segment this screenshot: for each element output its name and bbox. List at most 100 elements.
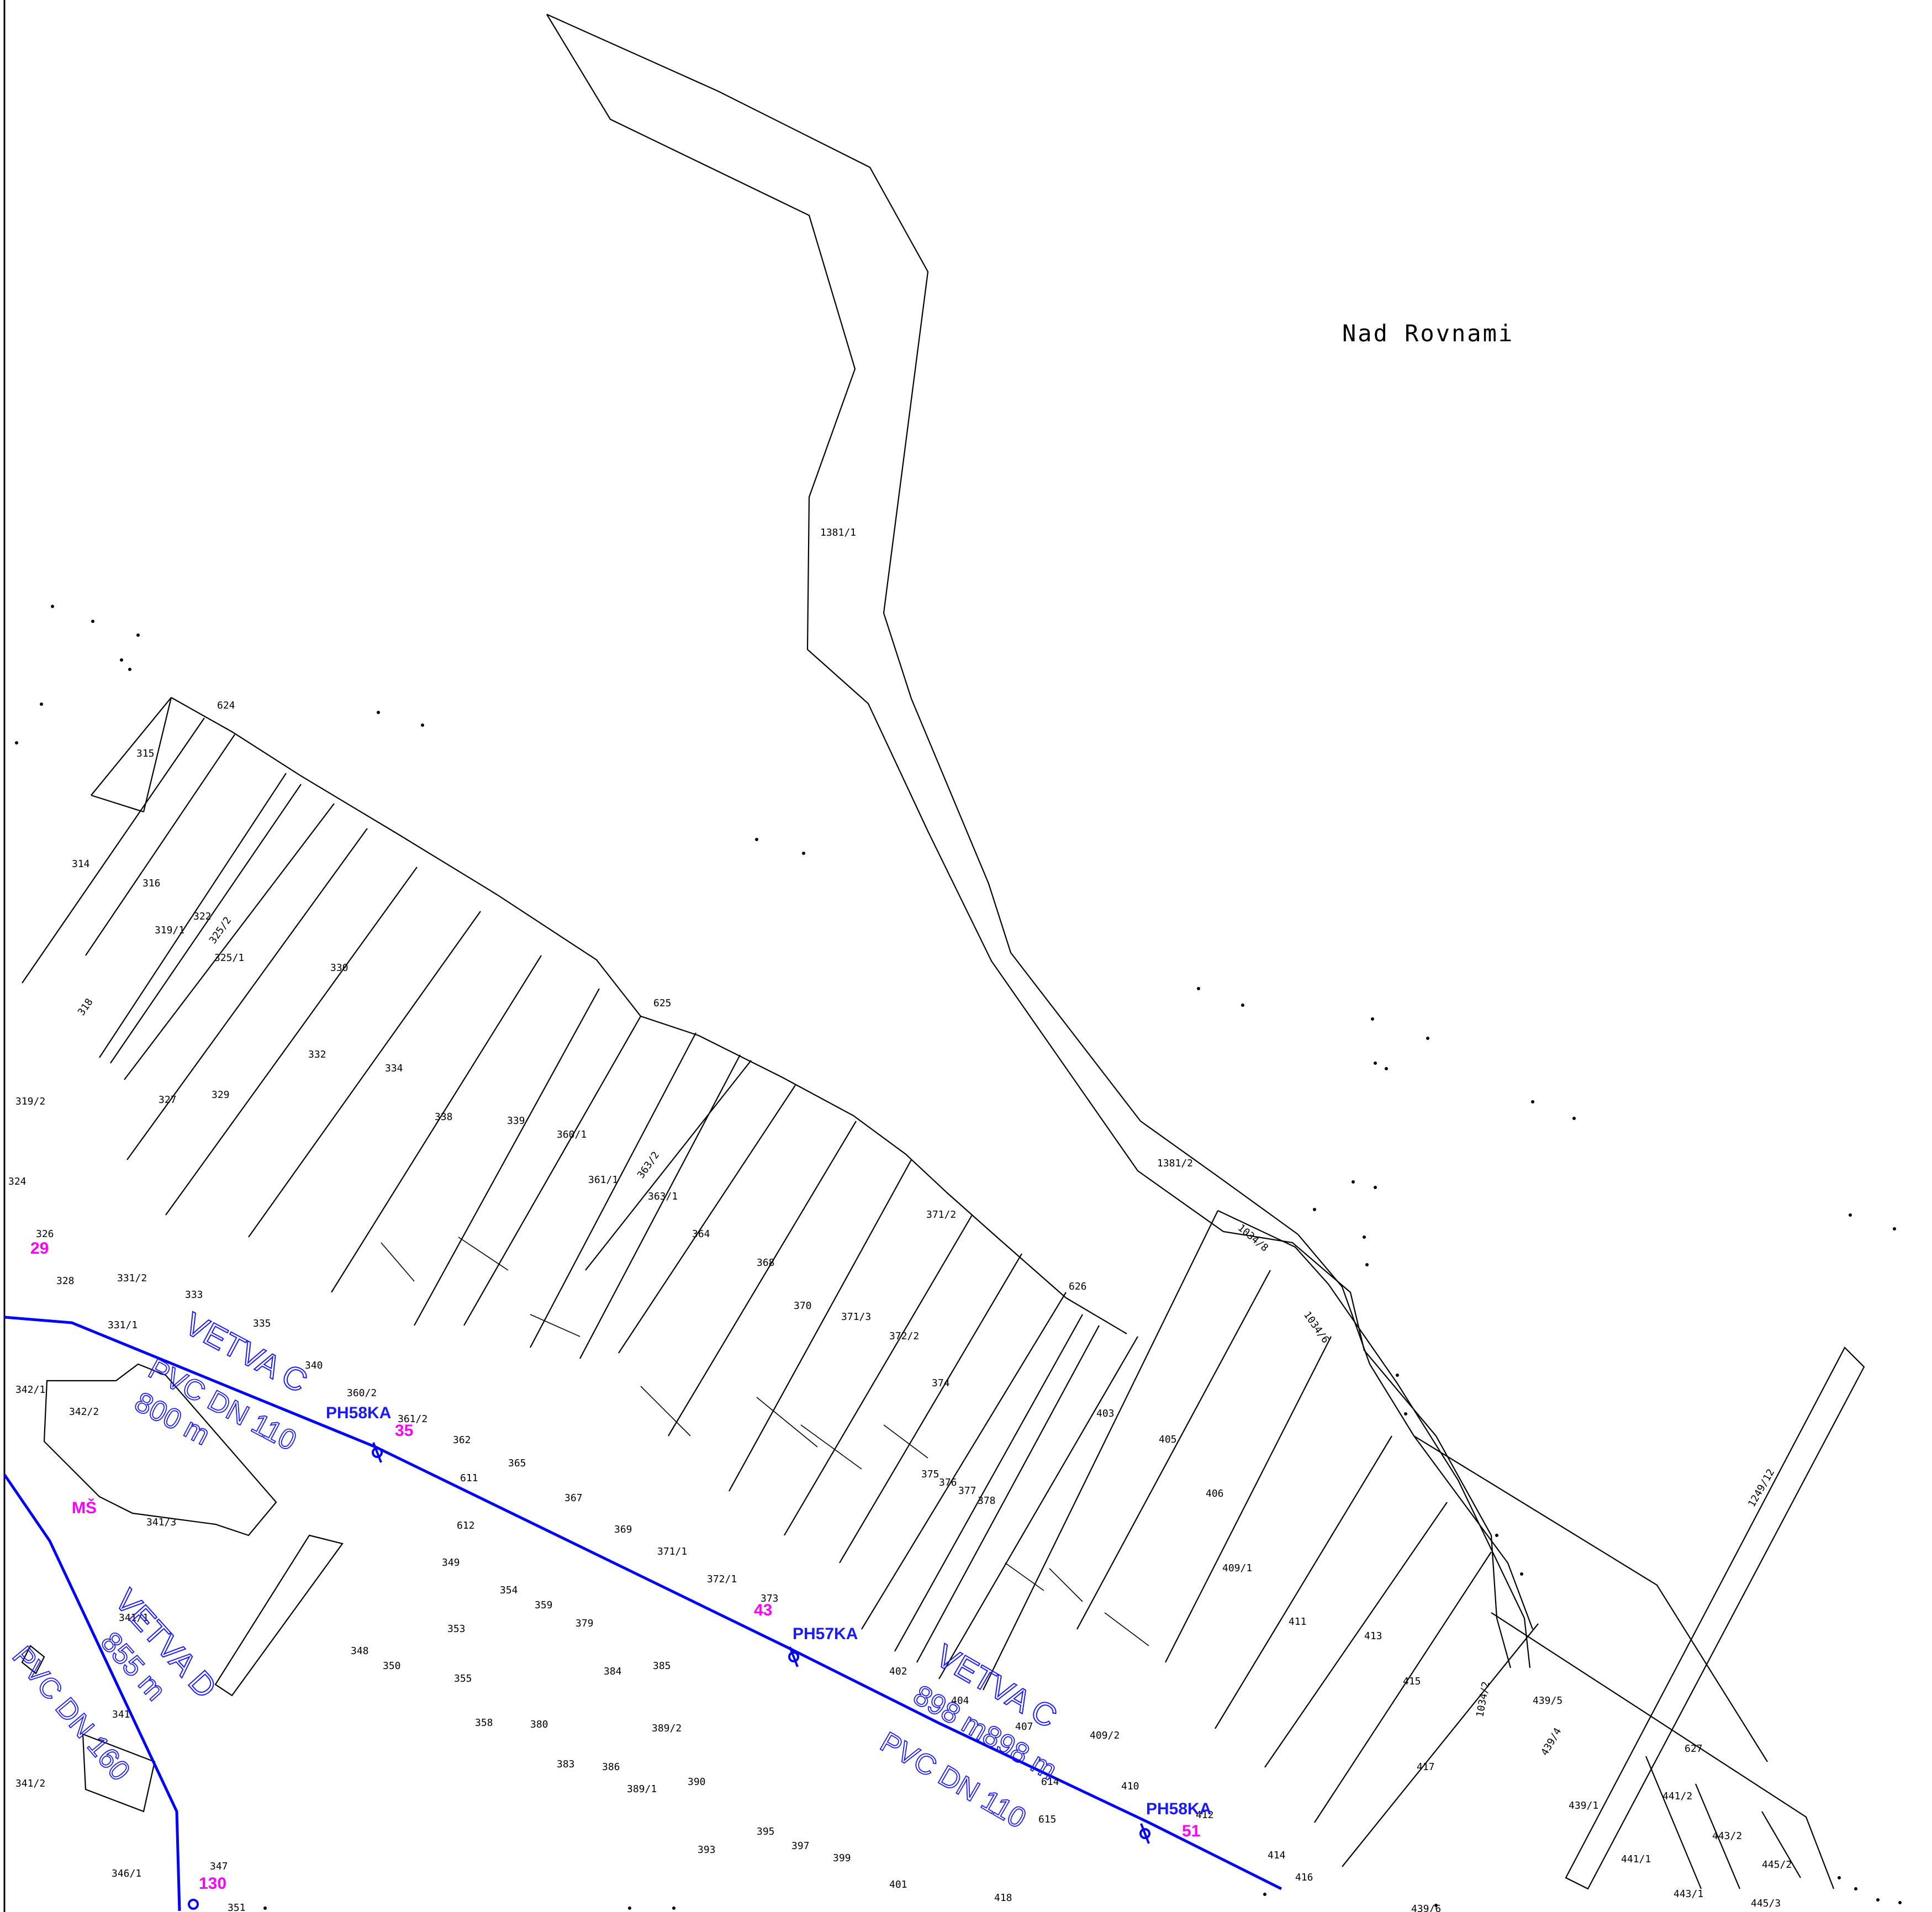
pipeline-labels: VETVA C PVC DN 110 800 m VETVA D 855 m P… [6,1305,1064,1835]
locality-name: Nad Rovnami [1342,320,1514,347]
parcel-number: 611 [460,1472,478,1484]
parcel-number: 355 [454,1673,472,1684]
parcel-number: 359 [535,1599,553,1611]
survey-point [1838,1876,1841,1879]
parcel-number: 405 [1159,1434,1177,1445]
survey-point [1854,1887,1857,1890]
parcel-number: 325/1 [214,952,244,964]
parcel-number: 331/2 [117,1272,147,1284]
parcel-number: 365 [508,1457,526,1469]
parcel-number: 404 [951,1695,969,1707]
parcel-number: 349 [442,1557,460,1568]
survey-point [128,668,131,671]
parcel-number: 402 [889,1666,907,1677]
parcel-number: 389/2 [652,1723,682,1734]
parcel-number: 318 [76,996,96,1018]
parcel-number: 624 [217,700,235,711]
house-number: 130 [199,1874,226,1893]
parcel-number: 362 [453,1434,471,1446]
parcel-number: 439/6 [1411,1903,1441,1912]
survey-point [1352,1180,1355,1184]
survey-point [1374,1061,1377,1065]
parcel-number: 393 [698,1844,716,1856]
parcel-number: 415 [1403,1676,1421,1687]
parcel-number: 390 [688,1776,706,1788]
parcel-number: 341 [112,1709,130,1720]
parcel-number: 377 [958,1485,976,1497]
parcel-number: 612 [457,1520,475,1531]
survey-point [1263,1893,1266,1896]
survey-point [91,620,94,623]
survey-point [1385,1067,1388,1070]
parcel-number: 627 [1685,1743,1703,1755]
parcel-number: 361/1 [588,1174,618,1186]
survey-point [1365,1263,1369,1266]
parcel-number: 417 [1417,1761,1435,1773]
parcel-number: 625 [653,997,672,1009]
survey-point [802,852,805,855]
parcel-number: 389/1 [627,1783,657,1795]
parcel-number: 335 [253,1318,271,1329]
survey-point [1572,1117,1576,1120]
parcel-number: 403 [1096,1408,1115,1419]
parcel-number: 379 [576,1618,594,1629]
survey-point [1241,1003,1244,1007]
parcel-number: 328 [56,1275,75,1287]
survey-point [263,1906,267,1910]
hydrant-symbols [188,1442,1150,1910]
survey-point [1520,1572,1523,1576]
survey-point [1396,1374,1399,1377]
parcel-number: 409/1 [1222,1562,1252,1574]
hydrant-label: PH58KA [326,1404,391,1422]
parcel-number: 406 [1206,1488,1224,1499]
parcel-number: 369 [614,1524,632,1535]
survey-point [1495,1534,1498,1537]
house-number: 43 [754,1601,772,1619]
parcel-number: 340 [305,1360,323,1371]
parcel-number: 351 [228,1902,246,1912]
parcel-number: 332 [308,1049,326,1060]
survey-point [1876,1898,1880,1902]
parcel-number: 418 [994,1892,1012,1904]
parcel-number: 361/2 [398,1413,427,1425]
parcel-number: 373 [761,1593,779,1604]
survey-point [1371,1017,1374,1021]
parcel-number: 614 [1041,1776,1059,1788]
survey-point [1434,1904,1438,1907]
parcel-number: 439/4 [1539,1726,1564,1757]
parcel-number: 363/1 [648,1191,678,1202]
parcel-number: 370 [794,1300,812,1312]
hydrant-labels: PH58KA PH57KA PH58KA [326,1404,1211,1818]
parcel-number: 383 [557,1758,575,1770]
parcel-cross-lines [381,1237,1149,1646]
survey-points [15,605,1902,1910]
parcel-number: 342/1 [15,1384,45,1396]
survey-point [1374,1186,1377,1189]
parcel-number: 412 [1196,1809,1214,1821]
survey-point [40,703,43,706]
parcel-number: 378 [978,1495,996,1507]
parcel-number: 397 [791,1840,810,1852]
parcel-number: 327 [159,1094,177,1106]
parcel-number: 443/1 [1674,1888,1703,1900]
hydrant-label: PH57KA [793,1625,858,1643]
survey-point [1363,1235,1366,1239]
parcel-number: 348 [351,1645,369,1657]
parcel-number: 411 [1289,1616,1307,1628]
parcel-number: 360/1 [557,1129,587,1140]
parcel-number: 380 [530,1719,548,1730]
parcel-number: 339 [507,1115,525,1127]
parcel-number: 407 [1015,1721,1033,1733]
parcel-number: 333 [185,1289,203,1301]
parcel-number: 441/2 [1662,1790,1692,1802]
parcel-number: 319/2 [15,1096,45,1107]
parcel-number: 341/1 [119,1612,149,1624]
parcel-number: 331/1 [108,1319,138,1331]
parcel-number: 413 [1364,1630,1382,1642]
frontage-line-north [171,697,1127,1334]
parcel-number: 322 [193,911,212,922]
parcel-number: 342/2 [69,1406,99,1418]
parcel-number: 1381/2 [1157,1158,1193,1169]
parcel-number: 375 [921,1469,939,1480]
survey-point [628,1906,631,1910]
